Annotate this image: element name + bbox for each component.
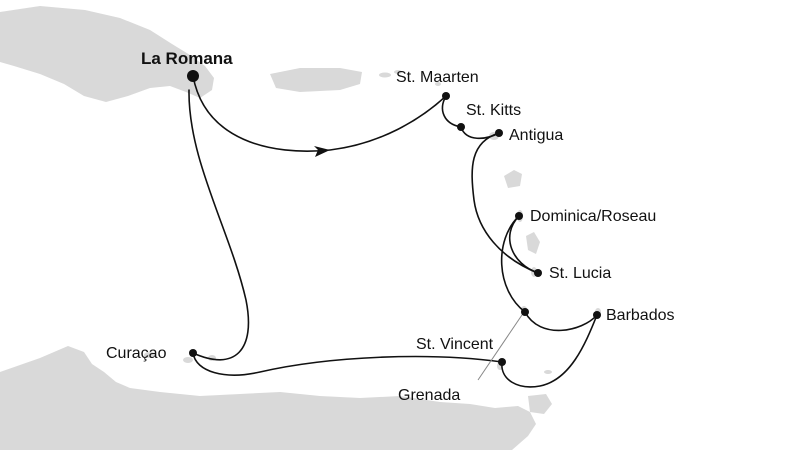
port-label-antigua: Antigua xyxy=(509,127,564,144)
port-marker-curacao[interactable] xyxy=(189,349,197,357)
port-marker-st-maarten[interactable] xyxy=(442,92,450,100)
st-vincent-connector xyxy=(477,311,525,381)
direction-arrow-icon xyxy=(314,146,330,157)
land-masses xyxy=(0,6,601,450)
route-curacao-la-romana xyxy=(188,89,250,361)
route-dominica-st-vincent xyxy=(500,215,526,313)
port-marker-la-romana[interactable] xyxy=(187,70,199,82)
route-st-maarten-st-kitts xyxy=(441,95,462,128)
aruba-land xyxy=(144,352,156,358)
port-label-dominica: Dominica/Roseau xyxy=(530,208,657,225)
port-marker-st-kitts[interactable] xyxy=(457,123,465,131)
port-marker-grenada[interactable] xyxy=(498,358,506,366)
port-marker-st-vincent[interactable] xyxy=(521,308,529,316)
trinidad-land xyxy=(528,394,552,414)
tobago-land xyxy=(544,370,552,374)
port-marker-st-lucia[interactable] xyxy=(534,269,542,277)
port-label-curacao: Curaçao xyxy=(106,345,167,362)
st-maarten-land xyxy=(435,82,441,86)
puerto-rico-land xyxy=(270,68,362,92)
route-antigua-st-lucia xyxy=(471,132,539,274)
hispaniola-land xyxy=(0,6,214,102)
port-marker-antigua[interactable] xyxy=(495,129,503,137)
route-barbados-grenada xyxy=(501,314,598,388)
martinique-land xyxy=(526,232,540,254)
port-label-barbados: Barbados xyxy=(606,307,675,324)
curacao-land xyxy=(183,357,193,363)
port-label-st-vincent: St. Vincent xyxy=(416,336,494,353)
guadeloupe-land xyxy=(504,170,522,188)
port-label-grenada: Grenada xyxy=(398,387,461,404)
route-st-vincent-barbados xyxy=(524,311,598,332)
port-marker-barbados[interactable] xyxy=(593,311,601,319)
route-grenada-curacao xyxy=(192,352,503,376)
virgin-islands-land xyxy=(379,72,391,78)
port-label-la-romana: La Romana xyxy=(141,49,233,68)
route-lines xyxy=(188,75,598,388)
south-america-land xyxy=(0,346,536,450)
port-marker-dominica[interactable] xyxy=(515,212,523,220)
port-markers xyxy=(187,70,601,366)
port-label-st-maarten: St. Maarten xyxy=(396,69,479,86)
port-label-st-kitts: St. Kitts xyxy=(466,102,522,119)
port-label-st-lucia: St. Lucia xyxy=(549,265,612,282)
